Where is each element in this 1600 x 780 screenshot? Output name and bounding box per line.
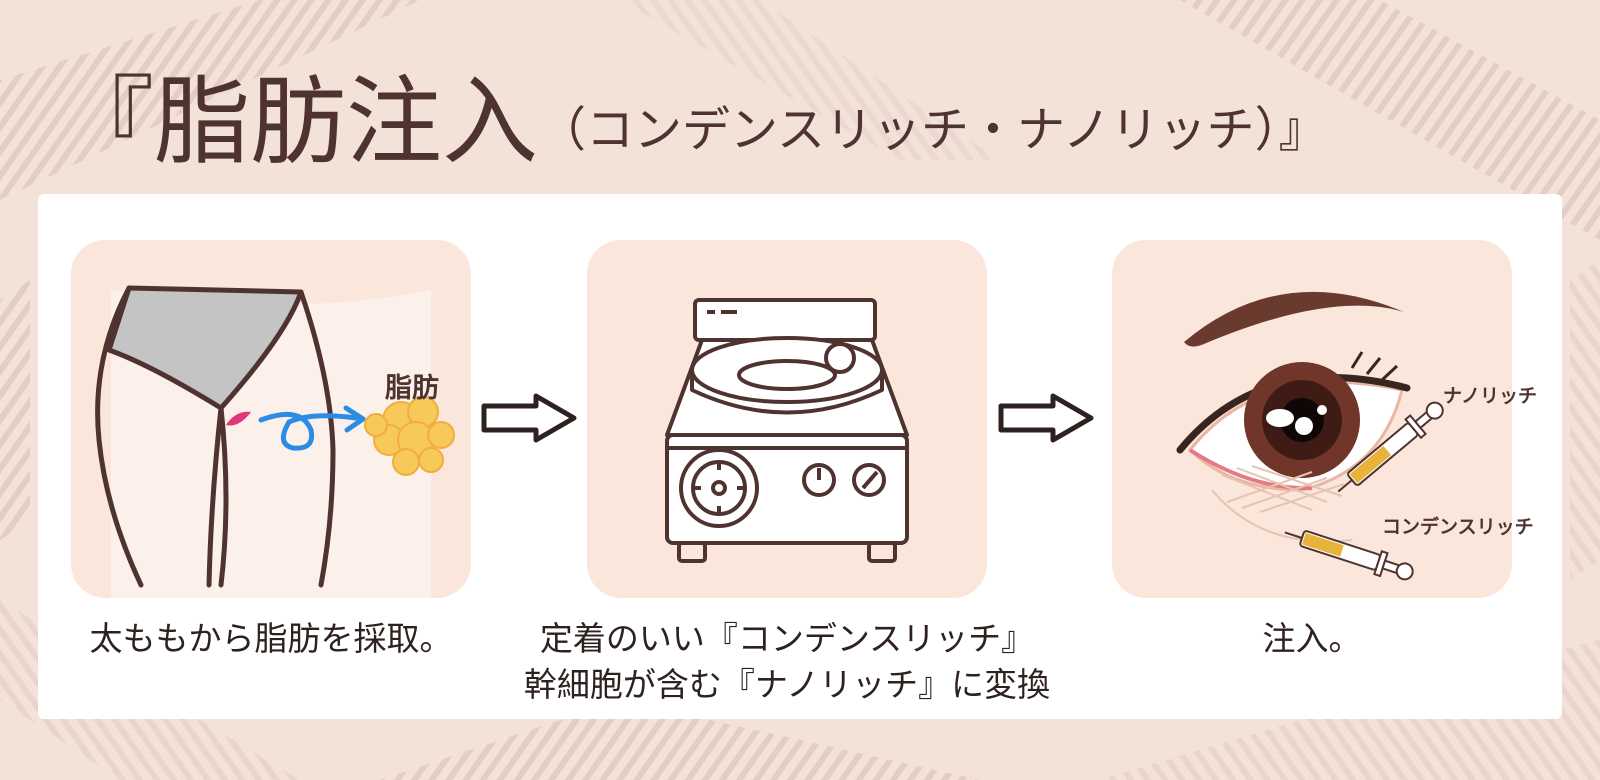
title-main: 『脂肪注入 <box>58 66 538 178</box>
thigh-illustration <box>95 285 455 598</box>
arrow-right-icon <box>481 393 577 443</box>
step-3-caption: 注入。 <box>1112 616 1512 662</box>
step-1-caption: 太ももから脂肪を採取。 <box>66 616 476 662</box>
caption-line: 幹細胞が含む『ナノリッチ』に変換 <box>523 665 1051 704</box>
caption-line: 太ももから脂肪を採取。 <box>89 619 453 658</box>
title-sub: （コンデンスリッチ・ナノリッチ）』 <box>538 102 1327 158</box>
caption-line: 注入。 <box>1262 619 1362 658</box>
centrifuge-illustration <box>665 298 909 563</box>
fat-cluster-icon <box>364 396 455 476</box>
page-title: 『脂肪注入 （コンデンスリッチ・ナノリッチ）』 <box>58 40 1327 170</box>
fat-label: 脂肪 <box>385 373 439 404</box>
syringe-icon <box>1284 530 1414 581</box>
step-3-panel <box>1112 240 1512 598</box>
step-2-panel <box>587 240 987 598</box>
nano-rich-label: ナノリッチ <box>1443 385 1538 407</box>
eye-illustration <box>1176 291 1444 581</box>
arrow-right-icon <box>998 393 1094 443</box>
step-1-panel: 脂肪 <box>71 240 471 598</box>
syringe-icon <box>1337 401 1444 493</box>
step-2-caption: 定着のいい『コンデンスリッチ』 幹細胞が含む『ナノリッチ』に変換 <box>487 616 1087 708</box>
condense-rich-label: コンデンスリッチ <box>1382 516 1534 538</box>
caption-line: 定着のいい『コンデンスリッチ』 <box>539 619 1035 658</box>
